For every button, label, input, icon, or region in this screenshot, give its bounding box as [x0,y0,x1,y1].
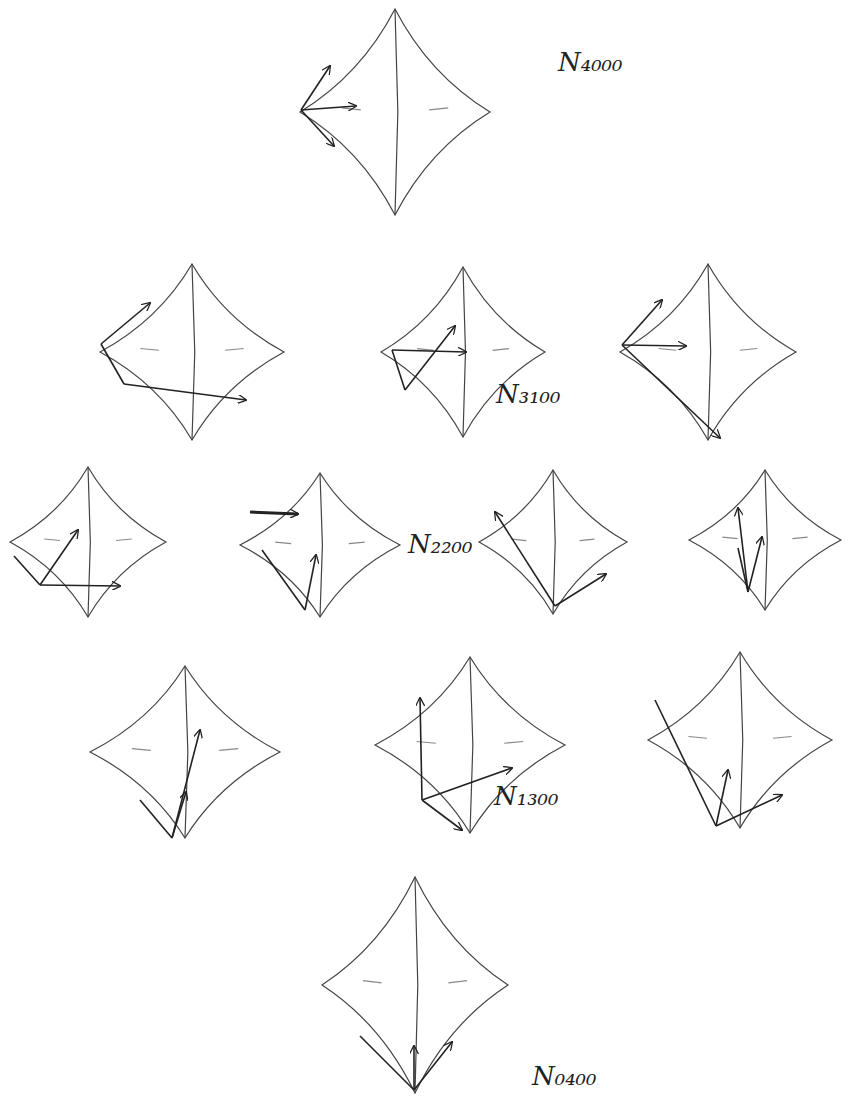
coefficient-label: N₃₁₀₀ [496,380,560,409]
tetrahedra [10,9,841,1093]
coefficient-label: N₄₀₀₀ [558,48,622,77]
coefficient-label: N₀₄₀₀ [532,1062,596,1091]
vector-arrows [14,66,782,1090]
coefficient-label: N₁₃₀₀ [494,782,558,811]
coefficient-label: N₂₂₀₀ [408,530,472,559]
